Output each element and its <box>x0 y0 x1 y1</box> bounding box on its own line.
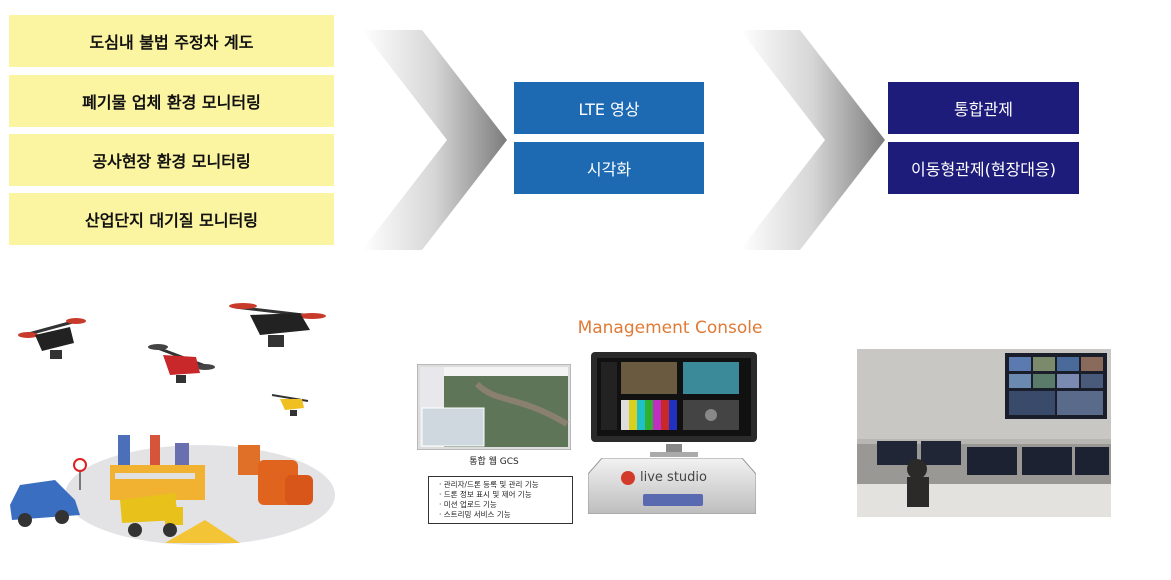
gcs-caption: 통합 웹 GCS <box>469 457 519 467</box>
flow-arrow-2 <box>740 30 885 250</box>
feature-item: · 스트리밍 서비스 기능 <box>439 510 511 519</box>
live-studio-device <box>588 458 756 514</box>
integrated-control-box: 통합관제 <box>888 82 1079 134</box>
color-bars-icon <box>621 400 677 430</box>
gcs-feature-list: · 관리자/드론 등록 및 관리 기능 · 드론 정보 표시 및 제어 기능 ·… <box>428 476 573 524</box>
console-monitor <box>591 352 757 442</box>
drone-red-icon <box>148 344 215 383</box>
use-case-construction-monitoring: 공사현장 환경 모니터링 <box>9 134 334 186</box>
management-console-title: Management Console <box>577 318 763 338</box>
use-case-air-quality-monitoring: 산업단지 대기질 모니터링 <box>9 193 334 245</box>
drone-industrial-illustration <box>10 303 335 545</box>
no-parking-sign-icon <box>73 458 87 490</box>
waste-barrels-icon <box>238 445 313 505</box>
sand-pile-icon <box>165 520 240 543</box>
feature-item: · 미션 업로드 기능 <box>439 500 497 509</box>
monitor-stand <box>650 444 698 457</box>
live-studio-label: live studio <box>640 470 707 485</box>
drone-yellow-icon <box>271 394 309 416</box>
video-wall-icon <box>1005 353 1107 419</box>
workstation-monitors-icon <box>877 441 1109 475</box>
gcs-web-monitor <box>417 364 571 450</box>
visualization-box: 시각화 <box>514 142 704 194</box>
mobile-control-box: 이동형관제(현장대응) <box>888 142 1079 194</box>
drone-black-large-icon <box>229 303 326 347</box>
control-room-photo <box>857 349 1111 517</box>
use-case-waste-monitoring: 폐기물 업체 환경 모니터링 <box>9 75 334 127</box>
operator-figure-icon <box>907 459 927 479</box>
live-studio-logo-icon <box>621 471 635 485</box>
lte-video-box: LTE 영상 <box>514 82 704 134</box>
car-icon <box>10 480 80 527</box>
flow-arrow-1 <box>362 30 507 250</box>
feature-item: · 드론 정보 표시 및 제어 기능 <box>439 490 532 499</box>
dump-truck-icon <box>120 493 183 537</box>
drone-black-left-icon <box>18 318 86 359</box>
feature-item: · 관리자/드론 등록 및 관리 기능 <box>439 480 539 489</box>
use-case-illegal-parking: 도심내 불법 주정차 계도 <box>9 15 334 67</box>
factory-icon <box>110 435 205 500</box>
